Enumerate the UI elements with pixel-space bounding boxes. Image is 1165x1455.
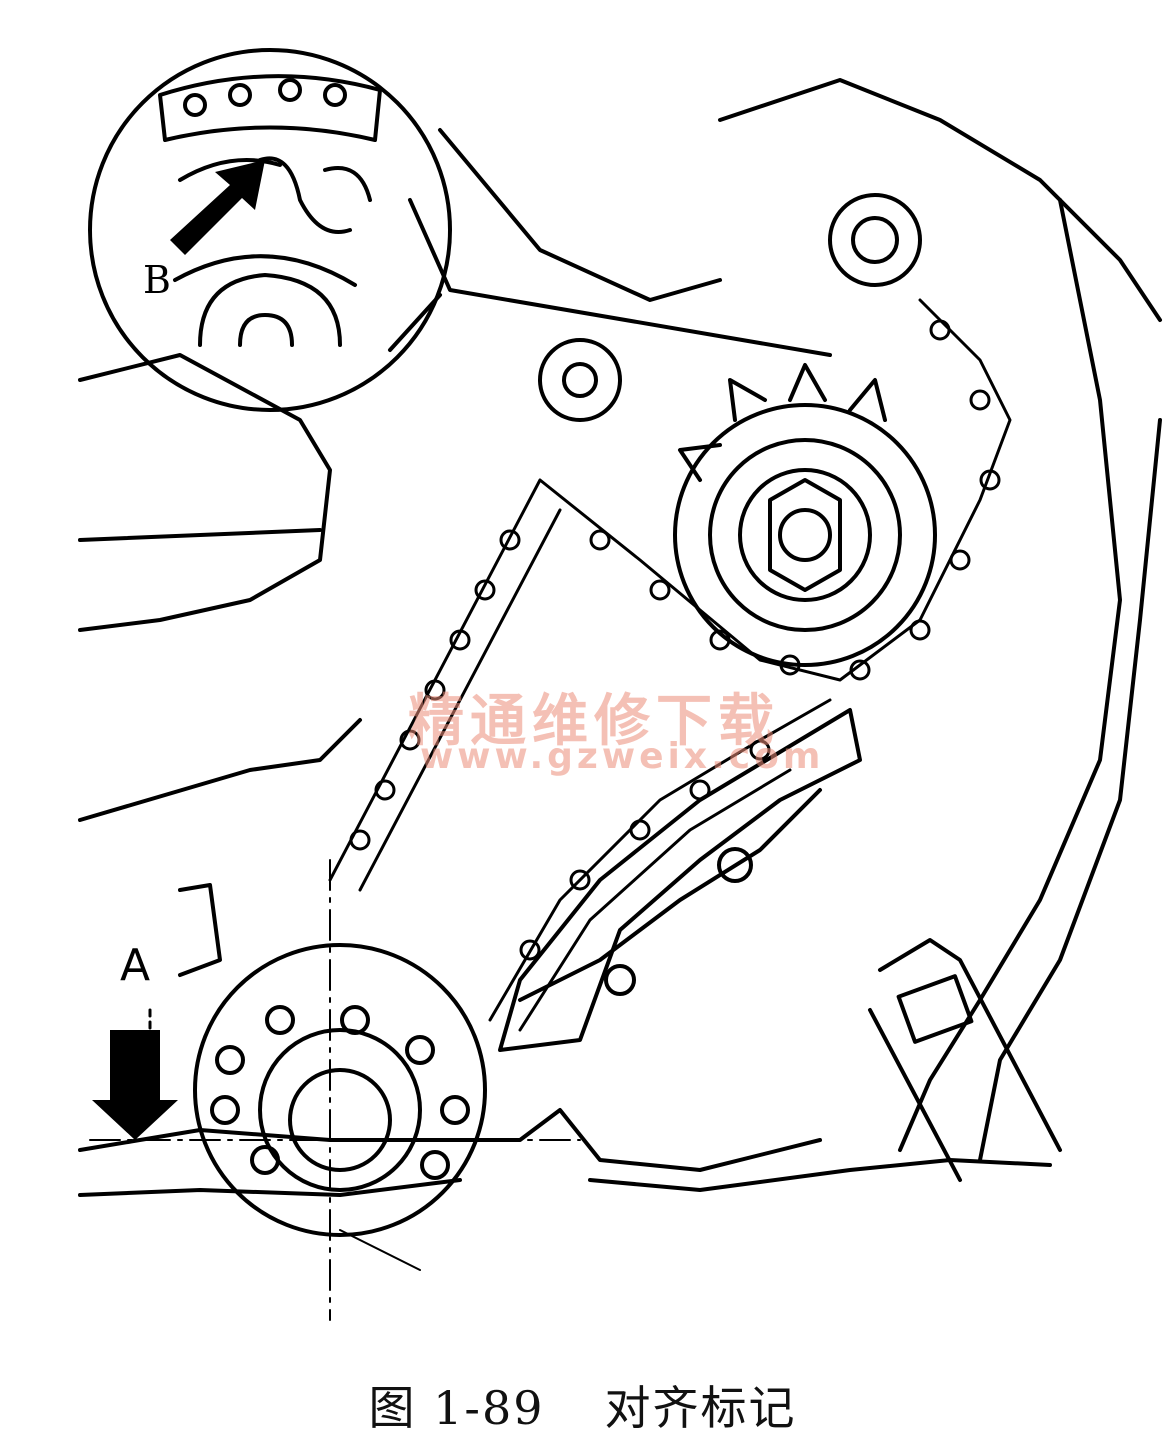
alignment-lines [89,859,581,1321]
detail-magnifier-b [88,48,832,412]
figure-caption: 图 1-89 对齐标记 [0,1372,1165,1438]
arrow-a-icon [92,1030,178,1140]
arrow-b-icon [170,160,265,255]
tensioner-pivot [538,193,922,422]
timing-chain [328,298,1012,1032]
figure-number: 图 1-89 [368,1381,545,1435]
lower-arm [868,938,1062,1182]
timing-chain-diagram [78,48,1162,1321]
cam-sprocket [673,363,937,667]
label-a: A [120,940,151,991]
label-b: B [143,258,171,302]
engine-housing [78,78,1162,1197]
crank-sprocket [193,943,487,1237]
figure-title: 对齐标记 [604,1381,797,1435]
chain-guide [498,708,862,1052]
